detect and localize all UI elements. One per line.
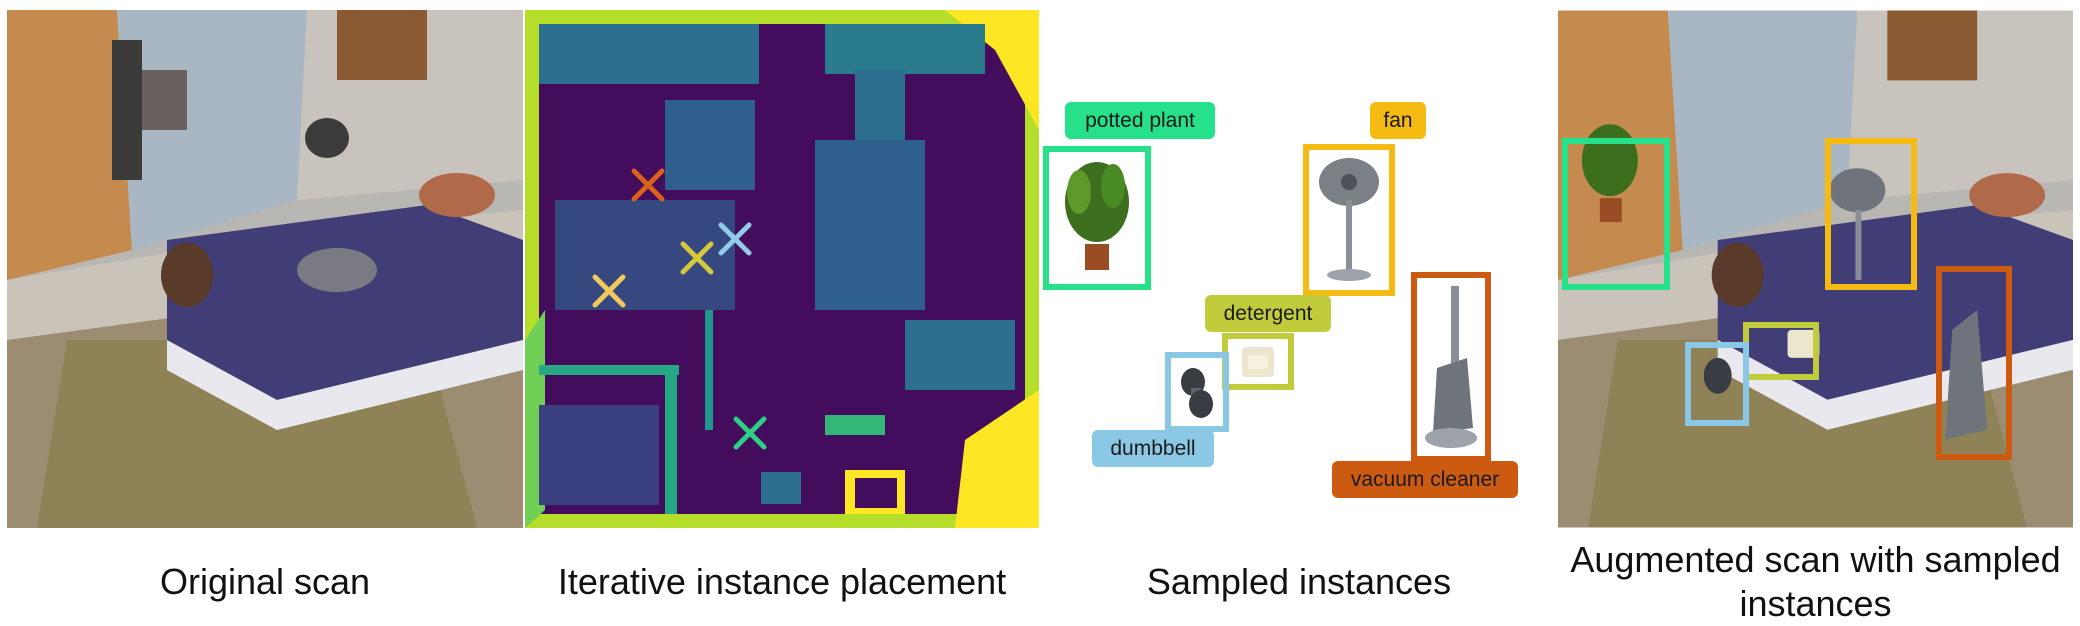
potted-plant-box [1043,146,1151,290]
placement-marker-potted-plant [733,416,767,450]
original-scan-image [7,10,523,528]
vacuum-cleaner-label: vacuum cleaner [1332,461,1518,498]
augmented-scan-panel [1558,10,2073,528]
augmented-vacuum-cleaner-box [1936,266,2012,460]
dumbbell-icon [1181,368,1213,418]
placement-heatmap-panel [525,10,1039,528]
potted-plant-label: potted plant [1065,102,1215,139]
placement-marker-fan [592,274,626,308]
dumbbell-box [1165,352,1229,432]
fan-label: fan [1370,102,1426,139]
caption-original-scan: Original scan [159,561,371,602]
vacuum-cleaner-icon [1425,286,1477,448]
placement-marker-dumbbell [718,222,752,256]
fan-icon [1319,158,1379,281]
detergent-icon [1242,347,1274,377]
original-scan-panel [7,10,523,528]
dumbbell-label: dumbbell [1092,430,1214,467]
caption-augmented-scan: Augmented scan with sampled instances [1570,539,2061,624]
detergent-box [1222,333,1294,390]
augmented-potted-plant-box [1562,138,1670,290]
caption-iterative-placement: Iterative instance placement [557,561,1007,602]
augmented-fan-box [1825,138,1917,290]
augmented-detergent-box [1743,322,1819,380]
detergent-label: detergent [1205,295,1331,332]
augmented-dumbbell-box [1685,342,1749,426]
placement-marker-detergent [680,241,714,275]
vacuum-cleaner-box [1411,272,1491,462]
sampled-instances-panel: potted plant fan detergent dum [1040,10,1558,528]
caption-sampled-instances: Sampled instances [1146,561,1452,602]
placement-heatmap [525,10,1039,528]
placement-marker-vacuum-cleaner [631,168,665,202]
fan-box [1303,144,1395,296]
potted-plant-icon [1065,162,1129,270]
